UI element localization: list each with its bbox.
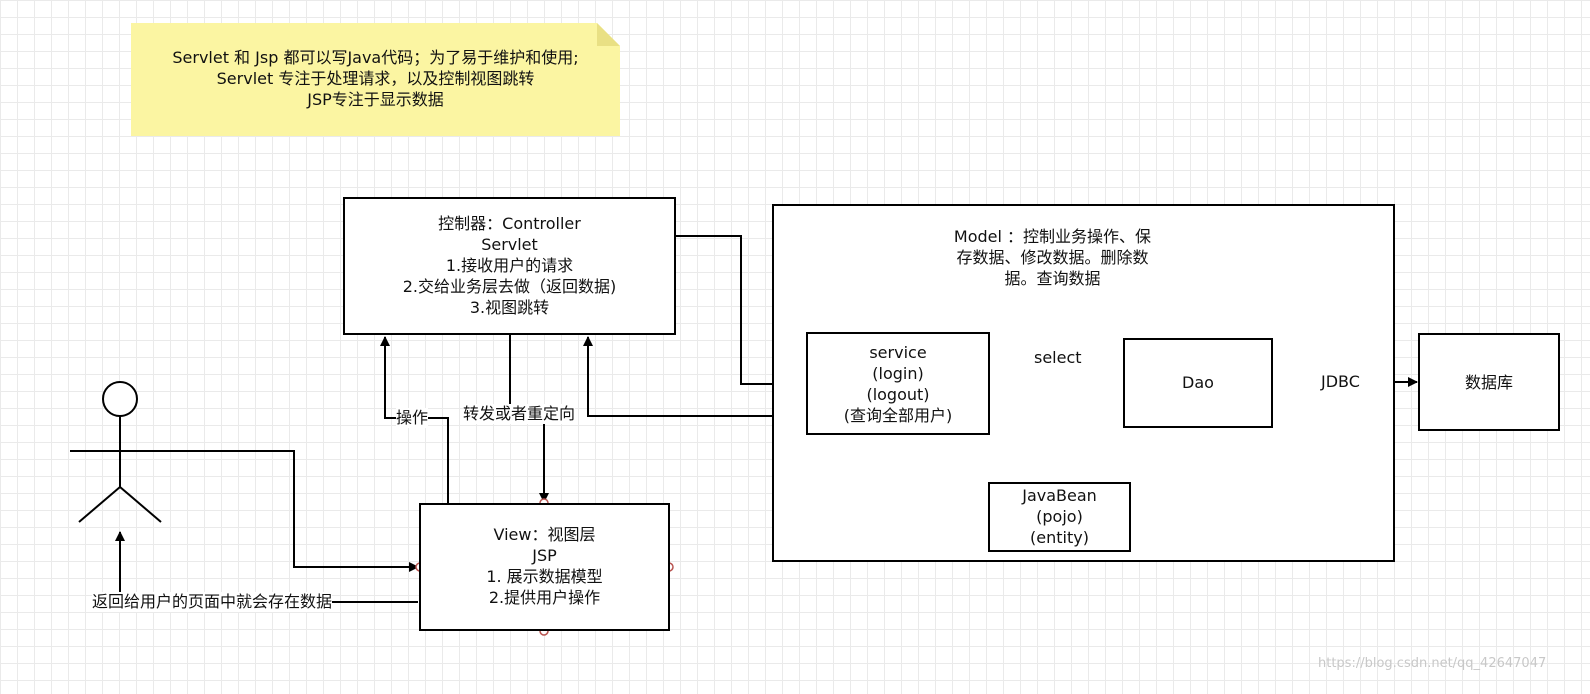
javabean-line-1: JavaBean xyxy=(1022,486,1097,505)
edge-label-jdbc: JDBC xyxy=(1321,372,1360,392)
javabean-text: JavaBean (pojo) (entity) xyxy=(988,485,1131,548)
service-line-2: (login) xyxy=(872,364,924,383)
edge-label-select: select xyxy=(1034,348,1082,368)
edge-label-forward: 转发或者重定向 xyxy=(463,404,576,424)
controller-line-1: 控制器：Controller xyxy=(438,214,581,233)
dao-label: Dao xyxy=(1182,373,1214,392)
view-text: View：视图层 JSP 1. 展示数据模型 2.提供用户操作 xyxy=(419,524,670,608)
model-text: Model ：控制业务操作、保 存数据、修改数据。删除数 据。查询数据 xyxy=(920,226,1185,289)
controller-box xyxy=(343,197,676,335)
controller-line-5: 3.视图跳转 xyxy=(469,298,550,317)
view-line-4: 2.提供用户操作 xyxy=(488,588,601,607)
view-line-1: View：视图层 xyxy=(493,525,596,544)
controller-line-3: 1.接收用户的请求 xyxy=(445,256,574,275)
sticky-note-text: Servlet 和 Jsp 都可以写Java代码；为了易于维护和使用; Serv… xyxy=(131,47,620,110)
view-line-2: JSP xyxy=(532,546,557,565)
model-line-3: 据。查询数据 xyxy=(1004,269,1101,288)
javabean-line-2: (pojo) xyxy=(1036,507,1083,526)
javabean-box xyxy=(988,482,1131,552)
view-line-3: 1. 展示数据模型 xyxy=(486,567,603,586)
user-actor-icon xyxy=(70,381,172,523)
edge-label-return-data: 返回给用户的页面中就会存在数据 xyxy=(92,592,333,612)
database-box xyxy=(1418,333,1560,431)
note-line-2: Servlet 专注于处理请求，以及控制视图跳转 xyxy=(216,69,535,88)
controller-text: 控制器：Controller Servlet 1.接收用户的请求 2.交给业务层… xyxy=(343,213,676,318)
edge-label-operate: 操作 xyxy=(396,408,429,428)
service-box xyxy=(806,332,990,435)
controller-line-2: Servlet xyxy=(481,235,538,254)
note-line-3: JSP专注于显示数据 xyxy=(307,90,444,109)
javabean-line-3: (entity) xyxy=(1030,528,1089,547)
service-text: service (login) (logout) (查询全部用户) xyxy=(806,342,990,426)
service-line-3: (logout) xyxy=(866,385,930,404)
note-line-1: Servlet 和 Jsp 都可以写Java代码；为了易于维护和使用; xyxy=(172,48,579,67)
model-line-1: Model ：控制业务操作、保 xyxy=(953,227,1152,246)
database-label: 数据库 xyxy=(1464,373,1513,392)
service-line-4: (查询全部用户) xyxy=(843,406,953,425)
edge-user-to-view xyxy=(172,450,419,572)
view-box xyxy=(419,503,670,631)
edge-service-to-controller xyxy=(583,336,806,417)
sticky-note xyxy=(131,23,620,136)
controller-line-4: 2.交给业务层去做（返回数据) xyxy=(402,277,617,296)
watermark: https://blog.csdn.net/qq_42647047 xyxy=(1318,656,1547,671)
model-line-2: 存数据、修改数据。删除数 xyxy=(956,248,1149,267)
service-line-1: service xyxy=(869,343,927,362)
dao-box xyxy=(1123,338,1273,428)
